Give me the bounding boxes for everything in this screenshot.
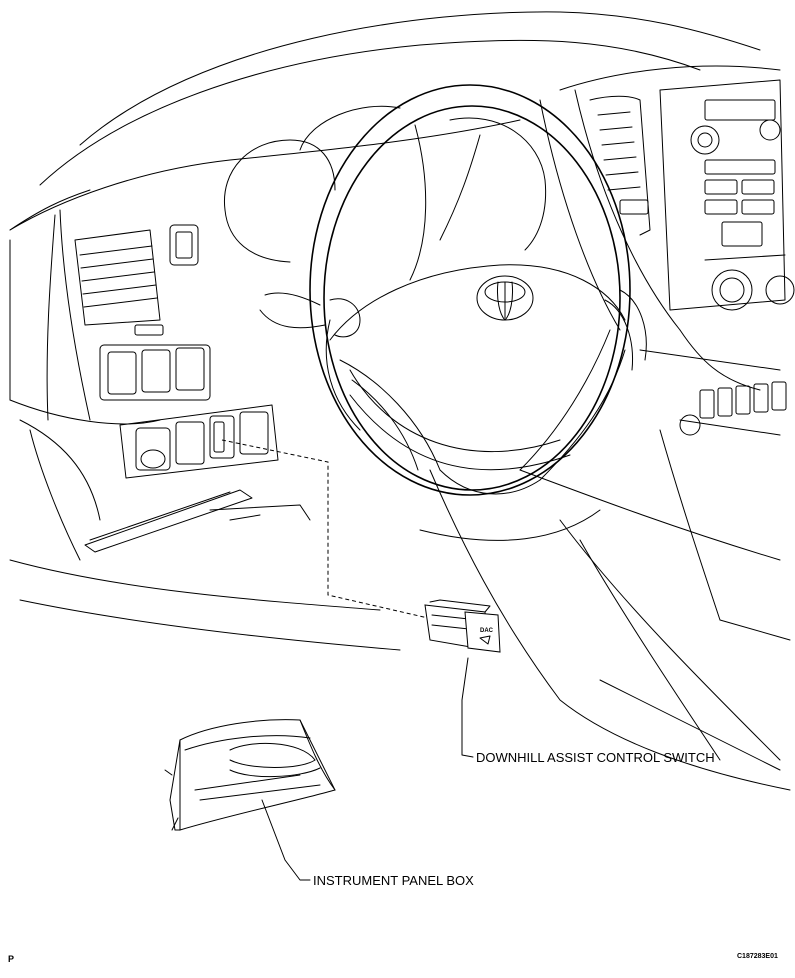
downhill-assist-control-switch-label: DOWNHILL ASSIST CONTROL SWITCH: [476, 750, 715, 765]
install-leader-dashed: [221, 439, 429, 619]
figure-id-code: C187283E01: [737, 953, 778, 960]
page-marker-left: P: [8, 954, 14, 964]
downhill-assist-control-switch: DAC: [424, 599, 501, 653]
instrument-panel-box: [164, 719, 336, 831]
steering-wheel: [259, 84, 647, 541]
lower-dash-trim: [84, 489, 311, 553]
svg-text:DAC: DAC: [480, 628, 494, 634]
instrument-panel-box-label: INSTRUMENT PANEL BOX: [313, 873, 474, 888]
callout-lines: [261, 657, 474, 881]
left-switch-panel: [99, 344, 279, 479]
left-vent: [74, 224, 199, 336]
dashboard: [9, 11, 791, 791]
center-stack: [589, 79, 795, 436]
instrument-gauges: [223, 105, 547, 281]
